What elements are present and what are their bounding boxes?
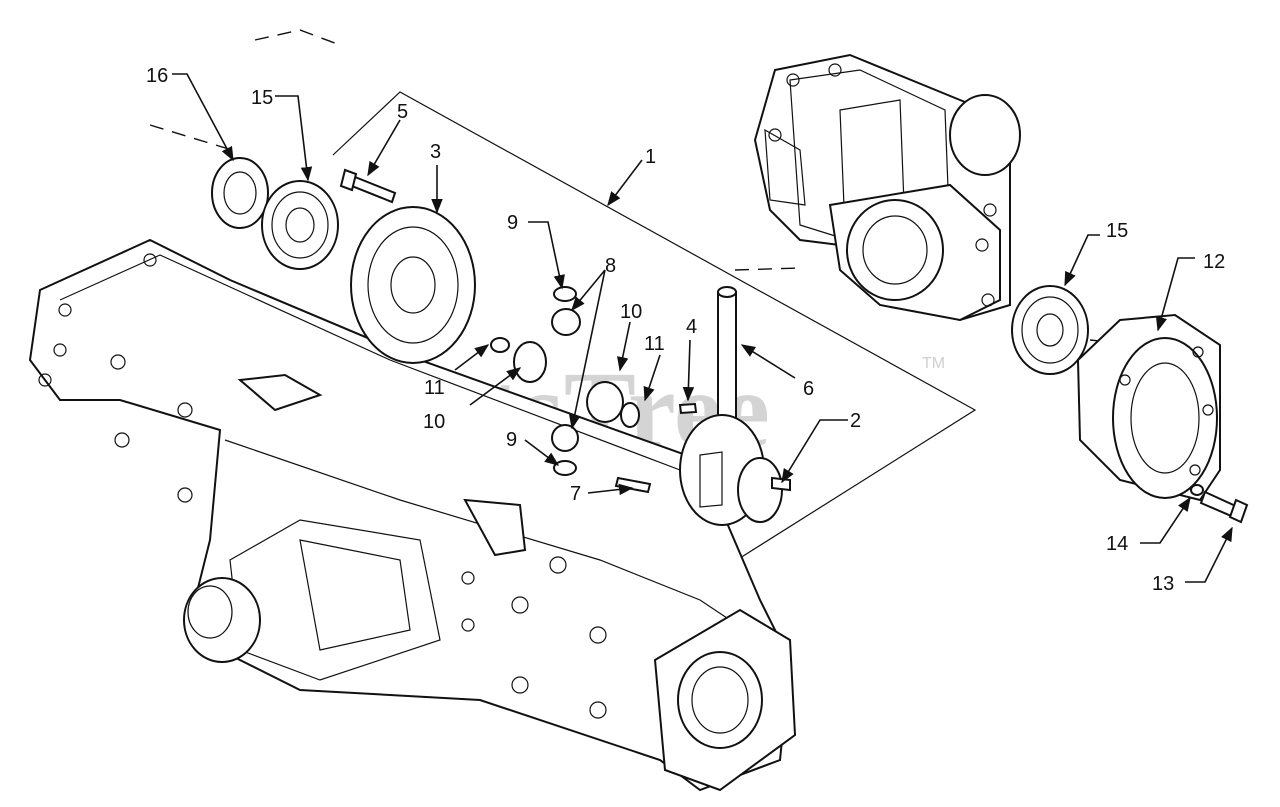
callout-12: 12 [1203, 251, 1225, 273]
callout-10-right: 10 [620, 301, 642, 323]
callout-labels: 16 15 5 3 1 9 8 10 11 4 11 6 10 2 9 7 15… [146, 65, 1225, 595]
watermark-trademark: TM [922, 355, 945, 372]
bearing-right [1011, 285, 1089, 375]
leader-lines [172, 73, 1233, 583]
callout-1: 1 [645, 146, 656, 168]
callout-4: 4 [686, 316, 697, 338]
bearing-left [261, 180, 339, 270]
bolt-and-washer [1190, 484, 1249, 524]
callout-7: 7 [570, 483, 581, 505]
callout-2: 2 [850, 410, 861, 432]
flange-cover [1076, 313, 1221, 502]
callout-5: 5 [397, 101, 408, 123]
callout-15-left: 15 [251, 87, 273, 109]
callout-14: 14 [1106, 533, 1128, 555]
gearbox-housing [753, 53, 1021, 322]
bolt [339, 168, 397, 204]
spider-gears [490, 286, 640, 476]
callout-9-bottom: 9 [506, 429, 517, 451]
callout-15-right: 15 [1106, 220, 1128, 242]
callout-9-top: 9 [507, 212, 518, 234]
callout-16: 16 [146, 65, 168, 87]
callout-3: 3 [430, 141, 441, 163]
seal-ring [211, 157, 269, 229]
callout-11-left: 11 [424, 377, 445, 399]
callout-11-right: 11 [644, 333, 665, 355]
differential-case [679, 414, 791, 526]
callout-6: 6 [803, 378, 814, 400]
axle-housing [28, 238, 797, 792]
ring-gear [350, 206, 476, 364]
callout-13: 13 [1152, 573, 1174, 595]
callout-10-left: 10 [423, 411, 445, 433]
callout-8: 8 [605, 255, 616, 277]
